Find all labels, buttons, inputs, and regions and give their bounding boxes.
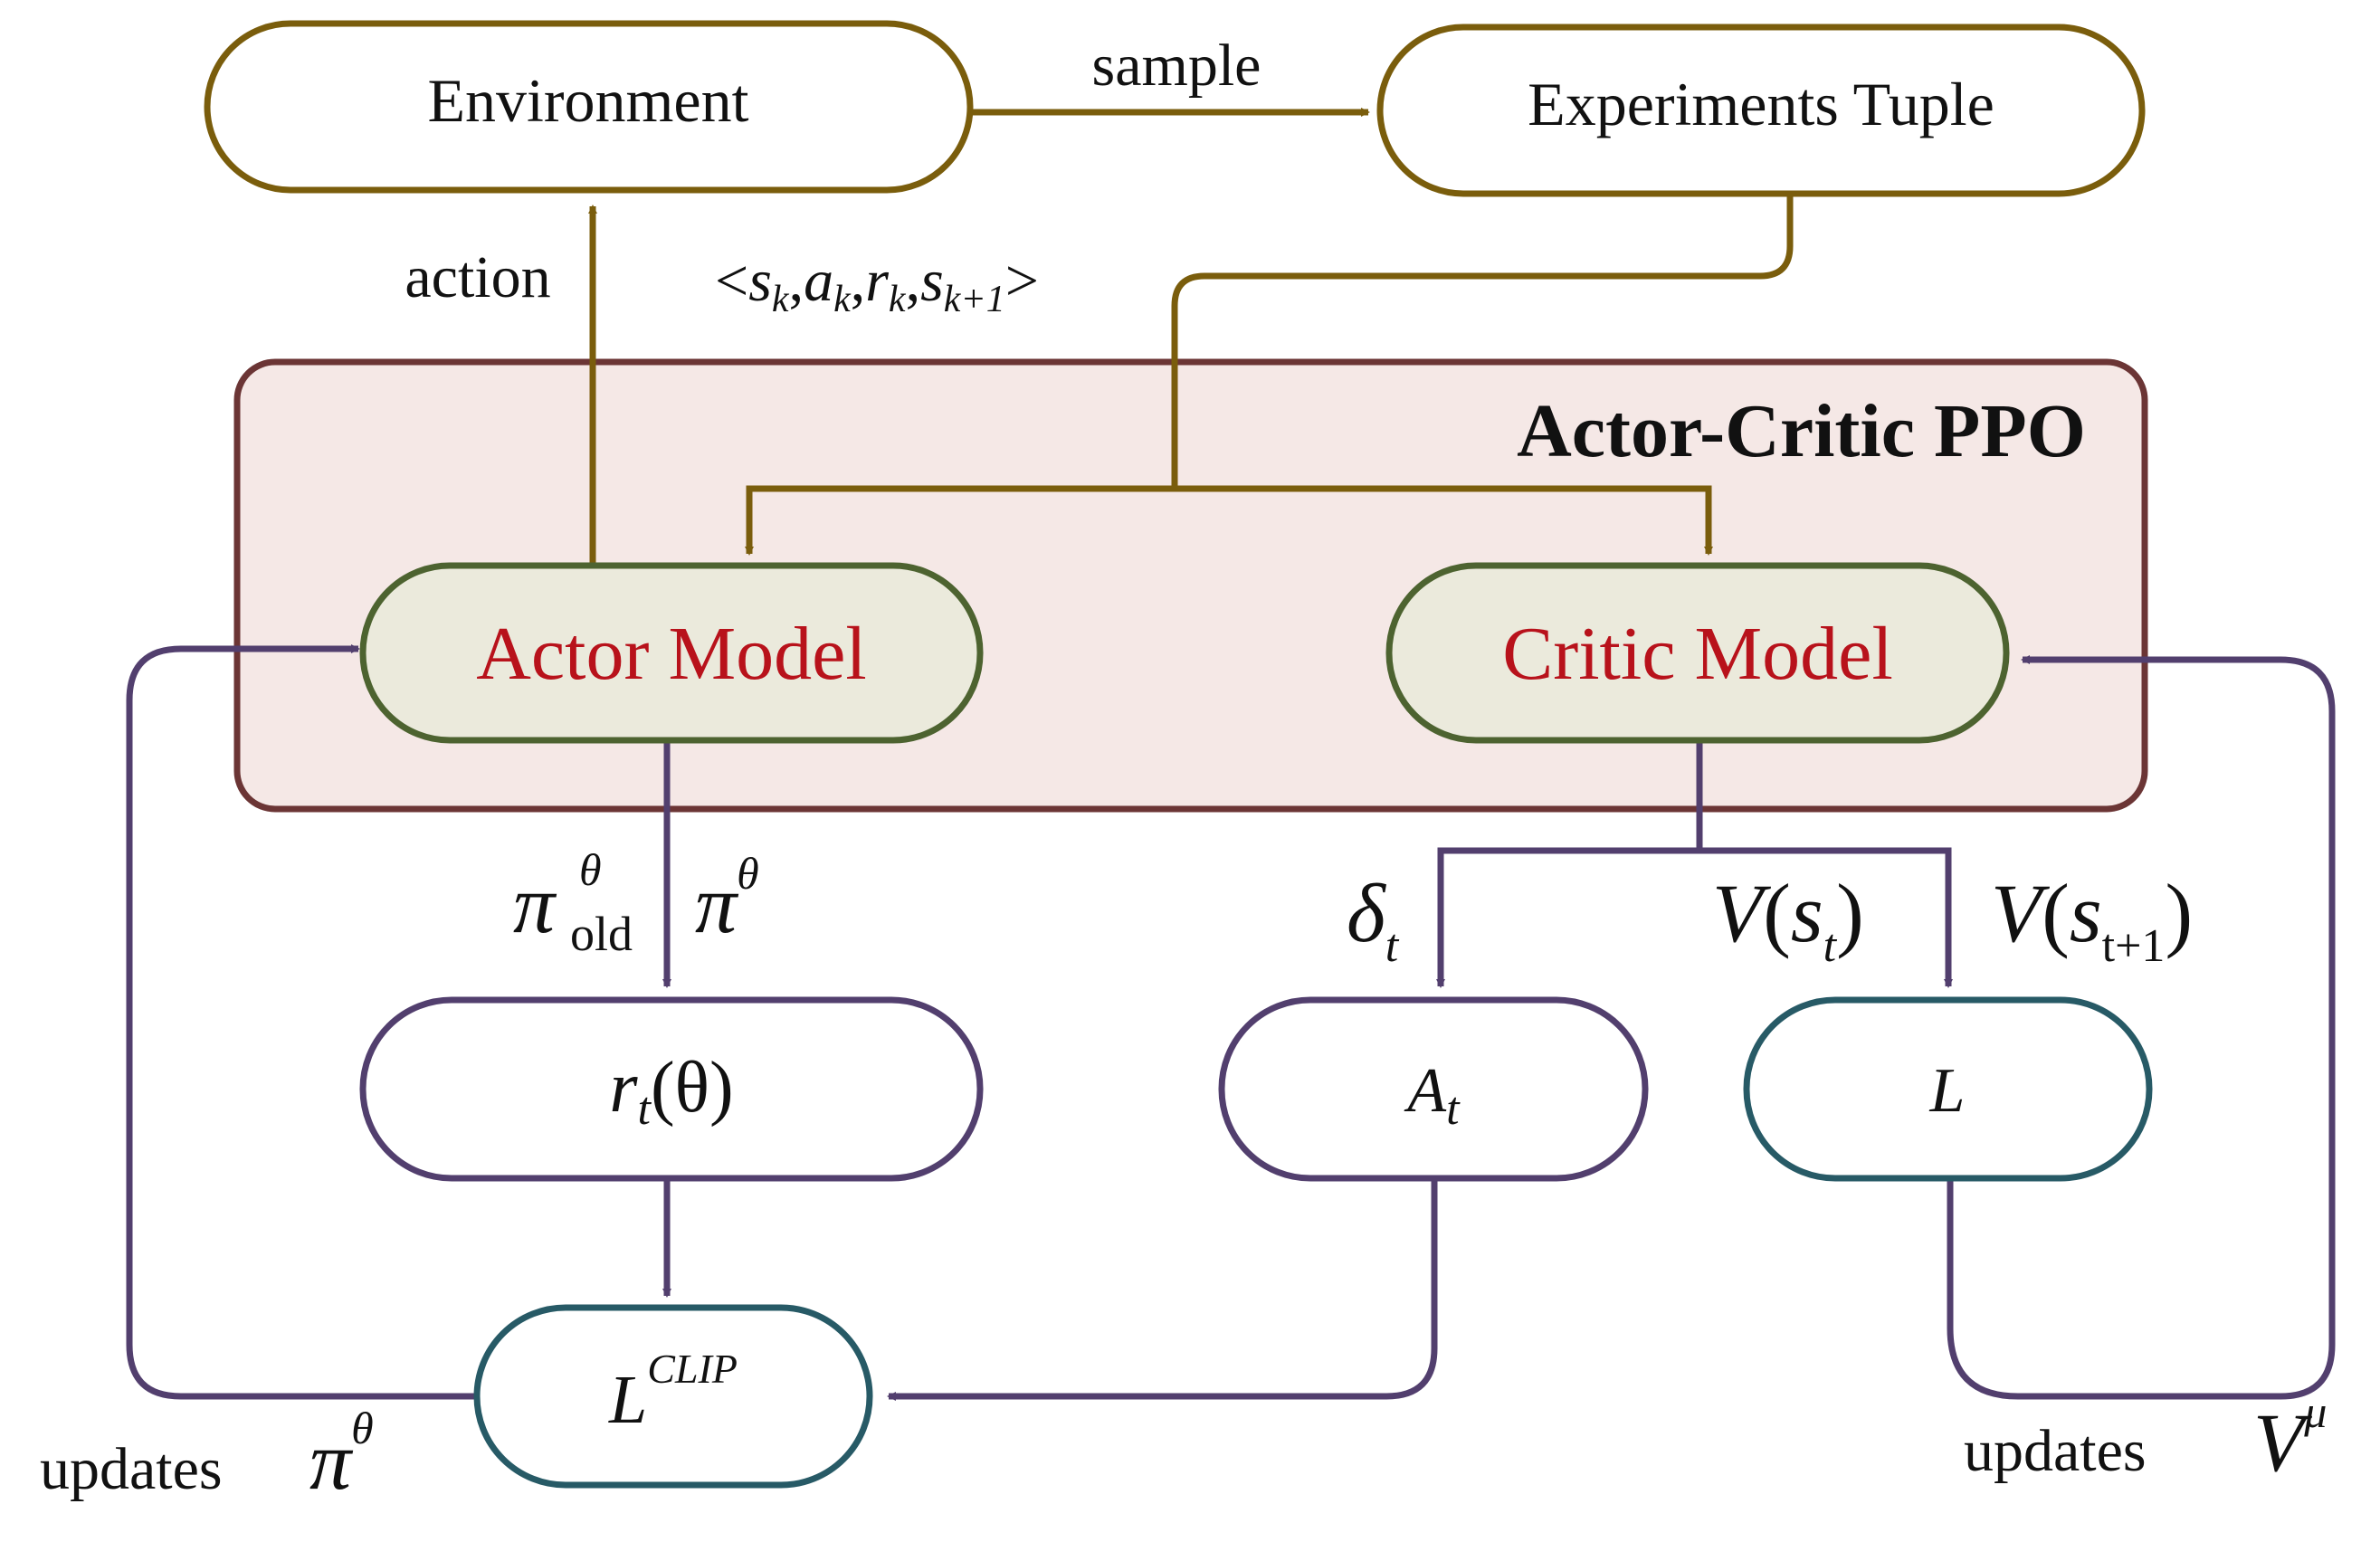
value-loss-node[interactable]: L: [1743, 996, 2153, 1182]
value-loss-label: L: [1929, 1056, 1966, 1126]
pi-old-label: π: [513, 858, 557, 950]
v-st1-label: V(st+1): [1991, 867, 2193, 972]
ratio-node[interactable]: rt(θ): [359, 996, 984, 1182]
environment-flow-edges: [588, 108, 1794, 568]
ppo-group-title: Actor-Critic PPO: [1517, 389, 2086, 473]
edge-experiments-to-split: [1171, 195, 1794, 489]
edge-split-to-critic: [1175, 485, 1713, 556]
pi-old-sub: old: [570, 907, 633, 961]
updates-actor-label: updates: [40, 1436, 223, 1502]
ratio-label: rt(θ): [609, 1048, 733, 1135]
clip-loss-label: LCLIP: [608, 1346, 738, 1438]
action-label: action: [405, 244, 550, 310]
updates-critic-label: updates: [1964, 1418, 2147, 1484]
update-flow-edges: [126, 644, 2336, 1401]
sample-label: sample: [1092, 33, 1261, 99]
advantage-label: At: [1404, 1056, 1461, 1135]
edge-critic-to-value-loss: [1699, 847, 1953, 988]
environment-label: Environment: [427, 66, 748, 135]
actor-model-label: Actor Model: [476, 612, 867, 696]
pi-label: πθ: [695, 848, 759, 950]
updates-critic-symbol: Vμ: [2253, 1386, 2327, 1489]
edge-advantage-to-clip: [887, 1178, 1438, 1401]
critic-model-label: Critic Model: [1502, 612, 1893, 696]
clip-loss-node[interactable]: LCLIP: [473, 1304, 873, 1489]
experiments-tuple-label: Experiments Tuple: [1528, 70, 1994, 138]
pi-old-sup: θ: [579, 844, 602, 895]
critic-model-node[interactable]: Critic Model: [1385, 562, 2010, 744]
edge-critic-split: [1436, 740, 1703, 988]
actor-model-node[interactable]: Actor Model: [359, 562, 984, 744]
advantage-node[interactable]: At: [1218, 996, 1649, 1182]
v-st-label: V(st): [1712, 867, 1864, 972]
tuple-label: <sk,ak,rk,sk+1>: [715, 248, 1039, 320]
edge-clip-to-actor: [126, 644, 477, 1400]
environment-node[interactable]: Environment: [204, 20, 974, 194]
edge-split-to-actor: [745, 485, 1175, 556]
delta-label: δt: [1347, 867, 1400, 972]
edge-value-loss-to-critic: [1947, 655, 2336, 1400]
updates-actor-symbol: πθ: [309, 1403, 374, 1507]
experiments-tuple-node[interactable]: Experiments Tuple: [1376, 24, 2146, 197]
